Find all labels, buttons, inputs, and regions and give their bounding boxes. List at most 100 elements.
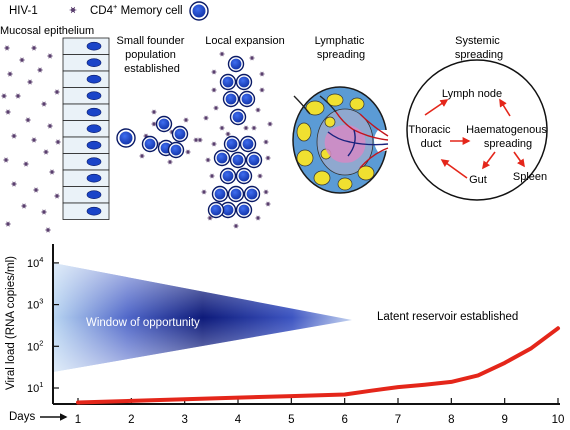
epithelial-nucleus [86,124,102,133]
cd4-cell-icon [227,55,245,73]
hiv-virion-icon [211,141,217,147]
arrow-haem-to-gut [482,151,496,170]
cd4-cell-icon [223,135,241,153]
epithelial-nucleus [86,91,102,100]
hiv-virion-icon [49,169,55,175]
epithelial-cell [62,87,110,105]
y-axis-label: Viral load (RNA copies/ml) [5,256,17,390]
y-tick-label: 104 [27,255,43,270]
x-tick-label: 7 [395,414,401,426]
hiv-virion-icon [55,139,61,145]
epithelial-nucleus [86,157,102,166]
x-tick-label: 10 [552,414,565,426]
hiv-virion-icon [201,189,207,195]
hiv-virion-icon [11,181,17,187]
epithelial-cell [62,37,110,55]
epithelial-cell [62,153,110,171]
x-tick-label: 9 [501,414,507,426]
hiv-virion-icon [11,133,17,139]
hiv-virion-icon [167,159,173,165]
legend-hiv-label: HIV-1 [9,5,38,17]
local-expansion-label: Local expansion [205,35,285,47]
free-virions-left [1,45,61,233]
epithelial-cell [62,103,110,121]
hiv-virion-icon [151,121,157,127]
hiv-virion-icon [54,193,60,199]
hiv-virion-icon [43,149,49,155]
lymphatic-spreading-label: Lymphatic spreading [315,35,368,61]
hiv-virion-icon [1,93,7,99]
epithelium-column [62,37,110,220]
window-of-opportunity-wedge [53,263,352,372]
hiv-virion-icon [263,139,269,145]
hiv-virion-icon [209,173,215,179]
cd4-cell-icon [167,141,185,159]
hiv-virion-icon [259,71,265,77]
hiv-virion-icon [213,105,219,111]
hiv-virion-icon [41,101,47,107]
epithelial-nucleus [86,173,102,183]
hiv-virion-icon [249,55,255,61]
arrow-haem-to-spleen [513,151,525,168]
legend-virus-icon [69,6,77,14]
hiv-virion-icon [243,125,249,131]
hiv-virion-icon [31,45,37,51]
viral-load-chart: Window of opportunity Latent reservoir e… [5,244,564,426]
hiv-virion-icon [193,137,199,143]
hiv-virion-icon [211,87,217,93]
cd4-cell-icon [235,167,253,185]
hiv-virion-icon [47,53,53,59]
cd4-cell-icon [229,151,247,169]
hiv-virion-icon [211,69,217,75]
cd4-cell-icon [243,185,261,203]
x-tick-label: 2 [128,414,134,426]
gut-label: Gut [469,174,487,186]
hiv-virion-icon [267,121,273,127]
cd4-cell-icon [219,167,237,185]
founder-population [116,109,199,165]
epithelial-cell [62,136,110,154]
systemic-circle: Lymph node Thoracic duct Haematogenous s… [406,59,548,201]
cd4-cell-icon [229,108,247,126]
hiv-virion-icon [265,201,271,207]
systemic-spreading-label: Systemic spreading [455,35,503,61]
cd4-cell-icon [239,135,257,153]
x-tick-label: 6 [341,414,347,426]
epithelial-nucleus [86,206,102,216]
mucosal-epithelium-label: Mucosal epithelium [0,25,94,37]
hiv-virion-icon [47,123,53,129]
arrow-gut-to-thoracic [440,159,468,179]
hiv-virion-icon [183,117,189,123]
hiv-virion-icon [219,125,225,131]
cd4-cell-icon [238,90,256,108]
epithelial-cell [62,169,110,187]
hiv-virion-icon [203,115,209,121]
epithelial-cell [62,202,110,220]
hiv-virion-icon [69,6,77,14]
cd4-cell-icon [235,201,253,219]
hiv-virion-icon [205,157,211,163]
spleen-label: Spleen [513,171,547,183]
y-tick-label: 102 [27,338,43,353]
cd4-cell-icon [189,1,209,21]
hiv-virion-icon [255,107,261,113]
hiv-virion-icon [197,137,203,143]
epithelial-nucleus [86,41,102,51]
epithelial-cell [62,186,110,204]
hiv-virion-icon [15,93,21,99]
y-tick-label: 103 [27,297,43,312]
hiv-virion-icon [31,137,37,143]
epithelial-cell [62,70,110,88]
hiv-virion-icon [41,209,47,215]
epithelial-nucleus [86,140,102,150]
cd4-cell-icon [155,115,173,133]
hiv-virion-icon [27,79,33,85]
cd4-cell-icon [227,185,245,203]
hiv-virion-icon [5,221,11,227]
hiv-virion-icon [255,215,261,221]
hiv-virion-icon [5,109,11,115]
hiv-virion-icon [263,189,269,195]
founder-label: Small founder population established [117,35,188,75]
hiv-virion-icon [3,157,9,163]
hiv-virion-icon [23,161,29,167]
